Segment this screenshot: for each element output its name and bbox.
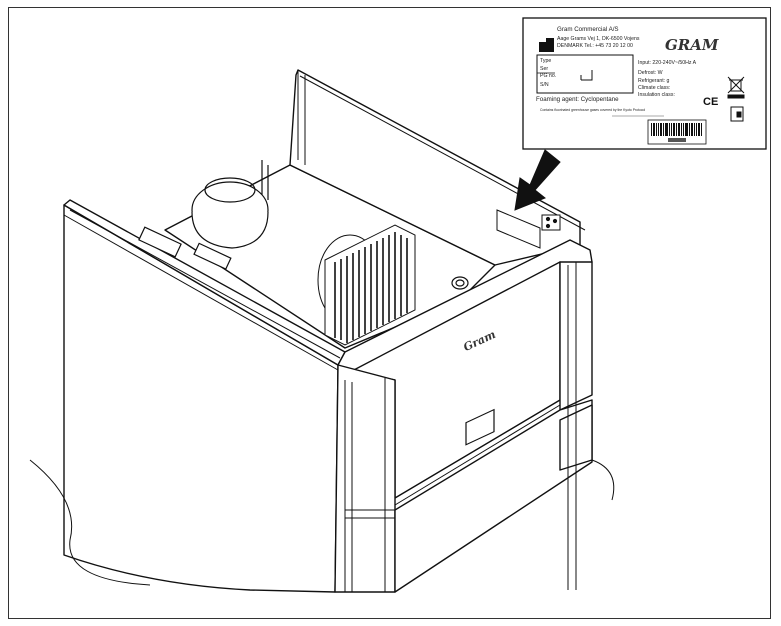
elec-line-1: Input: 220-240V~/50Hz A [638,60,697,66]
elec-line-3: Refrigerant: g [638,78,670,84]
manual-icon [730,106,744,122]
company-line-3: DENMARK Tel.: +45 73 20 12 00 [557,43,633,49]
elec-line-4: Climate class: [638,85,670,91]
label-sn: S/N [540,82,549,88]
manufacturer-icon [539,38,554,52]
weee-bin-icon [727,76,745,99]
pointer-arrow [514,149,561,211]
ce-mark: CE [703,96,718,108]
plate-footnote: Contains fluorinated greenhouse gases co… [540,108,645,112]
label-type: Type [540,58,551,64]
compressor [138,160,269,270]
condenser [317,224,416,346]
foaming-agent: Foaming agent: Cyclopentane [536,96,619,103]
cabinet-detail-lines [29,70,615,592]
serial-symbol [580,70,593,81]
label-pg: PG no. [540,73,556,79]
door-handle [465,408,495,446]
plate-logo: GRAM [665,36,719,54]
elec-line-5: Insulation class: [638,92,675,98]
company-line-1: Gram Commercial A/S [557,26,619,33]
elec-line-2: Defrost: W [638,70,663,76]
label-ser: Ser [540,66,548,72]
barcode [647,119,707,145]
company-line-2: Aage Grams Vej 1, DK-6500 Vojens [557,36,640,42]
cabinet-body [63,69,593,593]
rating-plate: Gram Commercial A/S Aage Grams Vej 1, DK… [522,17,767,150]
drain-hole [451,276,469,290]
rating-plate-location [496,209,561,249]
